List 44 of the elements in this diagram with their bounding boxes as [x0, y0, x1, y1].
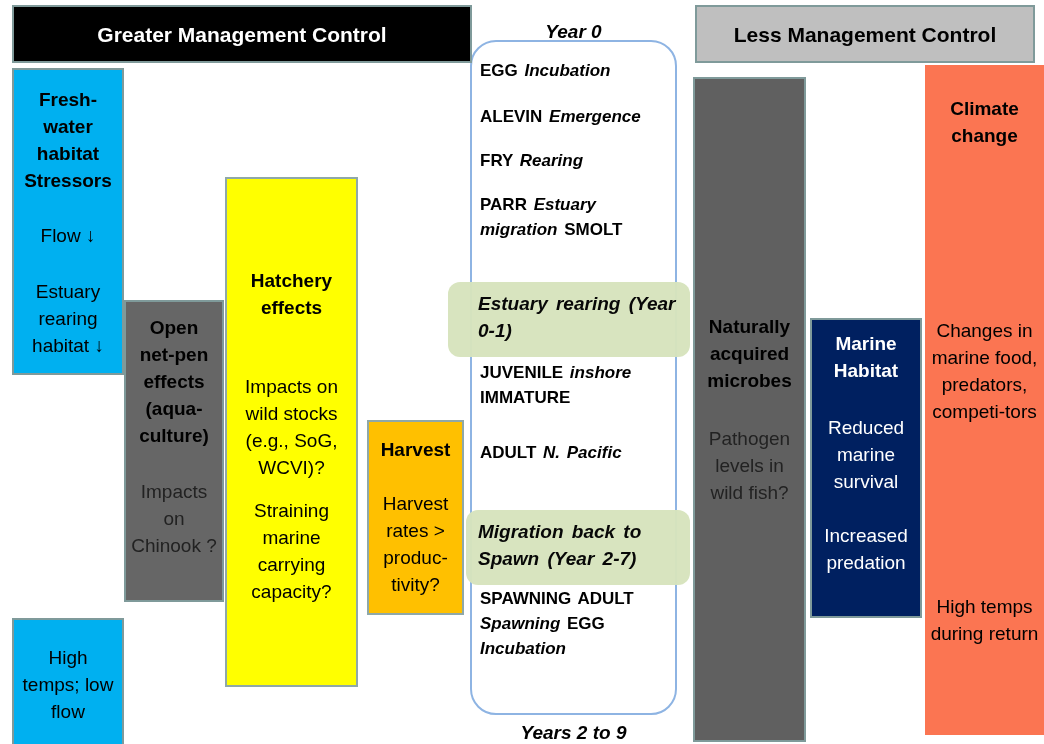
panel-text: Changes in marine food, predators, competi-tors — [930, 319, 1039, 424]
panel-text: High temps; low flow — [21, 646, 115, 724]
panel-heading: Fresh-water habitat Stressors — [23, 88, 113, 193]
panel-text: Estuary rearing habitat ↓ — [31, 280, 105, 358]
year-label: Years 2 to 9 — [519, 721, 628, 744]
stressor-panel — [12, 618, 124, 744]
panel-text: Straining marine carrying capacity? — [250, 499, 333, 604]
panel-heading: Naturally acquired microbes — [706, 315, 793, 393]
year-label: Year 0 — [544, 20, 603, 44]
panel-text: Impacts on wild stocks (e.g., SoG, WCVI)? — [244, 375, 339, 480]
panel-text: Reduced marine survival — [826, 416, 906, 494]
panel-heading: Marine Habitat — [832, 332, 900, 383]
stage-text: ALEVIN Emergence — [480, 106, 642, 128]
panel-text: High temps during return — [929, 595, 1040, 646]
panel-heading: Climate change — [949, 97, 1020, 148]
stage-label: Estuary rearing (Year 0-1) — [478, 292, 677, 343]
effect-panel — [367, 420, 464, 615]
factor-panel — [925, 65, 1044, 735]
factor-panel — [810, 318, 922, 618]
panel-text: Pathogen levels in wild fish? — [707, 427, 792, 505]
effect-panel — [124, 300, 224, 602]
stage-text: FRY Rearing — [480, 150, 585, 172]
panel-text: Harvest rates > produc-tivity? — [381, 492, 450, 597]
effect-panel — [225, 177, 358, 687]
panel-text: Flow ↓ — [39, 224, 97, 248]
header-bar — [695, 5, 1035, 63]
stressor-panel — [12, 68, 124, 375]
header-bar — [12, 5, 472, 63]
stage-text: JUVENILE inshore IMMATURE — [480, 362, 633, 409]
stage-text: PARR Estuary migration SMOLT — [480, 194, 624, 241]
stage-text: EGG Incubation — [480, 60, 612, 82]
stage-band — [448, 282, 690, 357]
factor-panel — [693, 77, 806, 742]
header-title: Greater Management Control — [96, 22, 388, 48]
panel-heading: Open net-pen effects (aqua-culture) — [138, 316, 210, 448]
stage-band — [466, 510, 690, 585]
panel-text: Impacts on Chinook ? — [130, 480, 218, 558]
stage-text: ADULT N. Pacific — [480, 442, 623, 464]
panel-text: Increased predation — [823, 524, 909, 575]
stage-label: Migration back to Spawn (Year 2-7) — [478, 520, 643, 571]
panel-heading: Hatchery effects — [249, 269, 334, 320]
header-title: Less Management Control — [732, 22, 998, 48]
stage-text: SPAWNING ADULT Spawning EGG Incubation — [480, 588, 635, 660]
panel-heading: Harvest — [379, 438, 452, 462]
